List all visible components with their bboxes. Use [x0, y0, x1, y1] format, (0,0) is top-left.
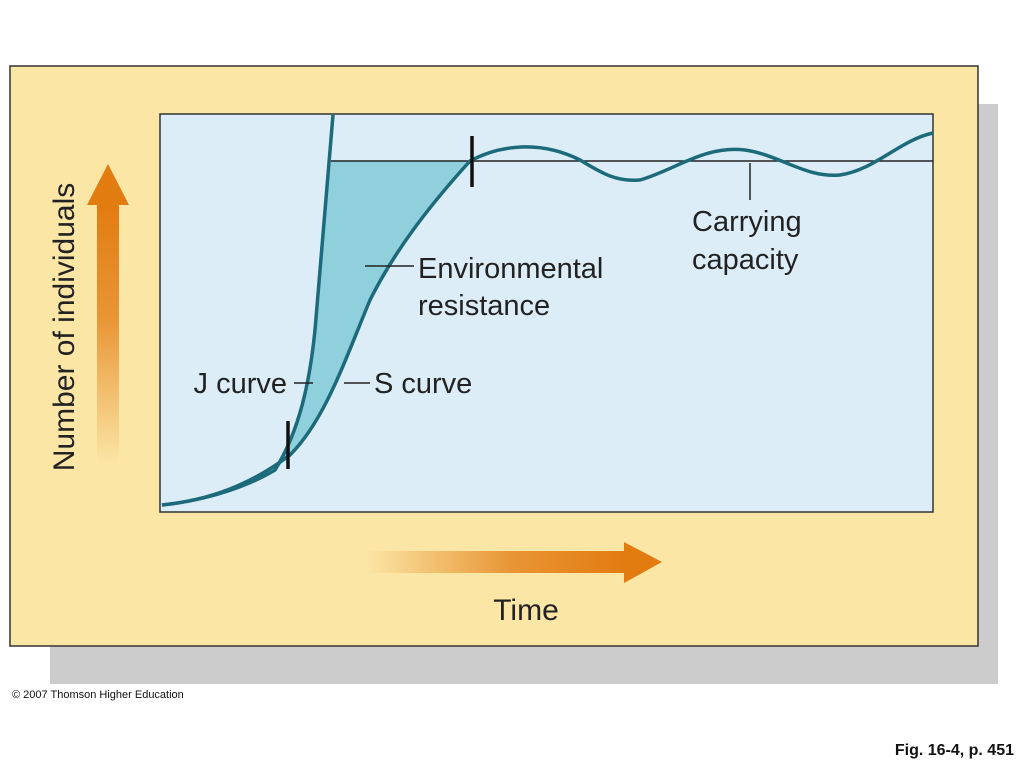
x-axis-arrow-shaft: [366, 551, 628, 573]
x-axis-label: Time: [493, 594, 559, 627]
s-curve-label: S curve: [374, 368, 472, 400]
y-axis-arrow-head: [87, 164, 129, 205]
copyright-notice: © 2007 Thomson Higher Education: [12, 689, 184, 701]
j-curve-label: J curve: [194, 368, 287, 400]
environmental-resistance-label-line2: resistance: [418, 290, 550, 322]
y-axis-arrow-shaft: [97, 202, 119, 464]
carrying-capacity-label-line1: Carrying: [692, 206, 802, 238]
figure-reference: Fig. 16-4, p. 451: [894, 742, 1014, 759]
x-axis-arrow-head: [624, 542, 662, 583]
environmental-resistance-label-line1: Environmental: [418, 253, 603, 285]
y-axis-label: Number of individuals: [48, 183, 81, 471]
carrying-capacity-label-line2: capacity: [692, 244, 799, 276]
s-curve: [161, 131, 934, 507]
